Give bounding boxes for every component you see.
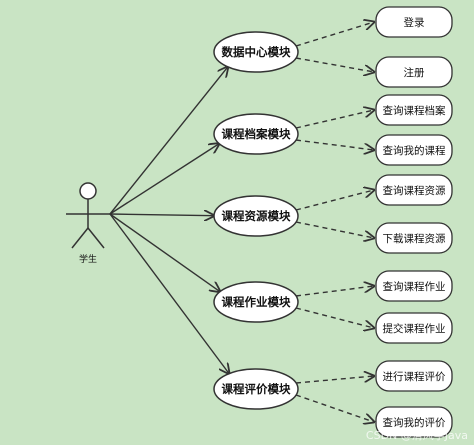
edge-module-5-to-item-2 xyxy=(295,394,374,422)
use-case-box xyxy=(375,360,453,392)
edge-actor-to-module-5 xyxy=(109,213,229,374)
module-ellipse-5 xyxy=(213,368,299,410)
edge-actor-to-module-1 xyxy=(109,67,228,215)
actor-student: 学生 xyxy=(66,182,110,265)
edge-module-1-to-item-2 xyxy=(295,57,374,72)
use-case-box xyxy=(375,312,453,344)
use-case-box xyxy=(375,270,453,302)
edge-module-2-to-item-1 xyxy=(295,110,374,129)
edge-module-4-to-item-1 xyxy=(295,286,374,297)
module-label-4: 课程作业模块 xyxy=(222,295,291,309)
use-case-label: 查询课程资源 xyxy=(383,184,446,197)
actor-right-leg xyxy=(87,227,105,249)
edges-layer xyxy=(109,22,374,422)
edge-module-3-to-item-1 xyxy=(295,190,374,211)
edge-module-5-to-item-1 xyxy=(295,376,374,384)
edge-module-4-to-item-2 xyxy=(295,307,374,328)
module-label-2: 课程档案模块 xyxy=(222,127,291,141)
module-ellipse-2 xyxy=(213,113,299,155)
items-layer: 登录注册查询课程档案查询我的课程查询课程资源下载课程资源查询课程作业提交课程作业… xyxy=(375,6,453,438)
edge-module-1-to-item-1 xyxy=(295,22,374,47)
use-case-label: 进行课程评价 xyxy=(383,370,446,383)
use-case-box xyxy=(375,94,453,126)
module-ellipse-4 xyxy=(213,281,299,323)
use-case-box xyxy=(375,56,453,88)
module-label-3: 课程资源模块 xyxy=(222,209,291,223)
module-ellipse-1 xyxy=(213,31,299,73)
use-case-label: 注册 xyxy=(404,66,425,79)
actor-left-leg xyxy=(71,227,89,249)
use-case-label: 登录 xyxy=(404,16,425,29)
module-label-5: 课程评价模块 xyxy=(222,382,291,396)
use-case-box xyxy=(375,6,453,38)
actor-head xyxy=(79,182,97,200)
use-case-box xyxy=(375,222,453,254)
edge-actor-to-module-3 xyxy=(109,214,214,216)
use-case-box xyxy=(375,406,453,438)
use-case-box xyxy=(375,134,453,166)
edge-actor-to-module-2 xyxy=(109,144,219,215)
edge-module-2-to-item-2 xyxy=(295,139,374,150)
use-case-label: 查询我的课程 xyxy=(383,144,446,157)
module-ellipse-3 xyxy=(213,195,299,237)
actor-label: 学生 xyxy=(79,253,97,265)
use-case-label: 查询课程作业 xyxy=(383,280,446,293)
use-case-box xyxy=(375,174,453,206)
use-case-label: 查询我的评价 xyxy=(383,416,446,429)
use-case-label: 查询课程档案 xyxy=(383,104,446,117)
edge-module-3-to-item-2 xyxy=(295,221,374,238)
watermark: CSDN @清风学Java xyxy=(366,428,468,442)
edge-actor-to-module-4 xyxy=(109,213,220,292)
use-case-label: 下载课程资源 xyxy=(383,232,446,245)
use-case-label: 提交课程作业 xyxy=(383,322,446,335)
module-label-1: 数据中心模块 xyxy=(222,45,291,59)
